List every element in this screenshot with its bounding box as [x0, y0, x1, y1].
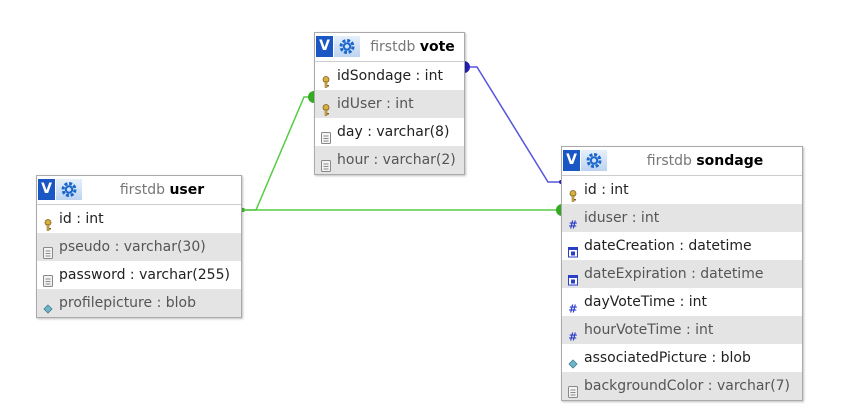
key-icon	[568, 184, 578, 202]
gear-icon[interactable]	[56, 179, 82, 200]
column-label: id : int	[59, 211, 104, 227]
column-row[interactable]: id : int	[562, 176, 802, 204]
text-field-icon	[43, 269, 53, 287]
column-label: password : varchar(255)	[59, 267, 230, 283]
svg-text:#: #	[568, 219, 577, 231]
column-row[interactable]: password : varchar(255)	[37, 261, 241, 289]
blob-icon	[43, 297, 53, 314]
relation-user-vote	[241, 96, 314, 211]
column-row[interactable]: id : int	[37, 205, 241, 233]
table-sondage[interactable]: V firstdb sondage id : int # iduser : int d…	[561, 146, 803, 401]
table-name: vote	[419, 39, 455, 55]
table-vote[interactable]: V firstdb vote idSondage : int idUser : i…	[314, 32, 465, 175]
table-header[interactable]: V firstdb user	[37, 176, 241, 205]
relation-user-vote-end-marker	[308, 91, 314, 103]
column-label: profilepicture : blob	[59, 295, 196, 311]
column-label: associatedPicture : blob	[584, 350, 751, 366]
key-icon	[43, 213, 53, 231]
gear-icon[interactable]	[581, 150, 607, 171]
text-field-icon	[321, 126, 331, 144]
table-name: user	[169, 182, 205, 198]
column-row[interactable]: profilepicture : blob	[37, 289, 241, 317]
table-name: sondage	[696, 153, 764, 169]
database-name: firstdb	[646, 153, 692, 169]
column-label: idUser : int	[337, 96, 414, 112]
column-label: id : int	[584, 182, 629, 198]
column-row[interactable]: dateExpiration : datetime	[562, 260, 802, 288]
column-row[interactable]: associatedPicture : blob	[562, 344, 802, 372]
table-header[interactable]: V firstdb sondage	[562, 147, 802, 176]
text-field-icon	[321, 154, 331, 172]
relation-user-sondage-end-marker	[556, 204, 562, 216]
column-label: backgroundColor : varchar(7)	[584, 378, 791, 394]
key-icon	[321, 98, 331, 116]
column-label: dateExpiration : datetime	[584, 266, 764, 282]
number-field-icon: #	[568, 324, 578, 344]
column-row[interactable]: hour : varchar(2)	[315, 146, 464, 174]
svg-text:#: #	[568, 303, 577, 315]
table-title: firstdb sondage	[608, 147, 802, 175]
database-name: firstdb	[119, 182, 165, 198]
column-row[interactable]: # iduser : int	[562, 204, 802, 232]
key-icon	[321, 70, 331, 88]
column-row[interactable]: # dayVoteTime : int	[562, 288, 802, 316]
database-name: firstdb	[370, 39, 416, 55]
table-title: firstdb vote	[361, 33, 464, 61]
table-title: firstdb user	[83, 176, 241, 204]
number-field-icon: #	[568, 296, 578, 316]
relation-vote-sondage-start-marker	[464, 61, 470, 73]
column-label: pseudo : varchar(30)	[59, 239, 206, 255]
number-field-icon: #	[568, 212, 578, 232]
table-user[interactable]: V firstdb user id : int pseudo : varchar(…	[36, 175, 242, 318]
datetime-field-icon	[568, 240, 578, 258]
text-field-icon	[568, 380, 578, 398]
column-label: dayVoteTime : int	[584, 294, 708, 310]
column-label: idSondage : int	[337, 68, 443, 84]
column-row[interactable]: idUser : int	[315, 90, 464, 118]
column-row[interactable]: day : varchar(8)	[315, 118, 464, 146]
relation-vote-sondage	[464, 66, 562, 183]
column-row[interactable]: # hourVoteTime : int	[562, 316, 802, 344]
column-label: hourVoteTime : int	[584, 322, 714, 338]
gear-icon[interactable]	[334, 36, 360, 57]
column-label: day : varchar(8)	[337, 124, 450, 140]
blob-icon	[568, 352, 578, 369]
column-label: iduser : int	[584, 210, 660, 226]
column-row[interactable]: pseudo : varchar(30)	[37, 233, 241, 261]
column-row[interactable]: backgroundColor : varchar(7)	[562, 372, 802, 400]
toggle-view-button[interactable]: V	[563, 150, 580, 171]
column-row[interactable]: idSondage : int	[315, 62, 464, 90]
column-label: dateCreation : datetime	[584, 238, 752, 254]
svg-text:#: #	[568, 331, 577, 343]
column-row[interactable]: dateCreation : datetime	[562, 232, 802, 260]
datetime-field-icon	[568, 268, 578, 286]
toggle-view-button[interactable]: V	[316, 36, 333, 57]
table-header[interactable]: V firstdb vote	[315, 33, 464, 62]
column-label: hour : varchar(2)	[337, 152, 456, 168]
toggle-view-button[interactable]: V	[38, 179, 55, 200]
text-field-icon	[43, 241, 53, 259]
